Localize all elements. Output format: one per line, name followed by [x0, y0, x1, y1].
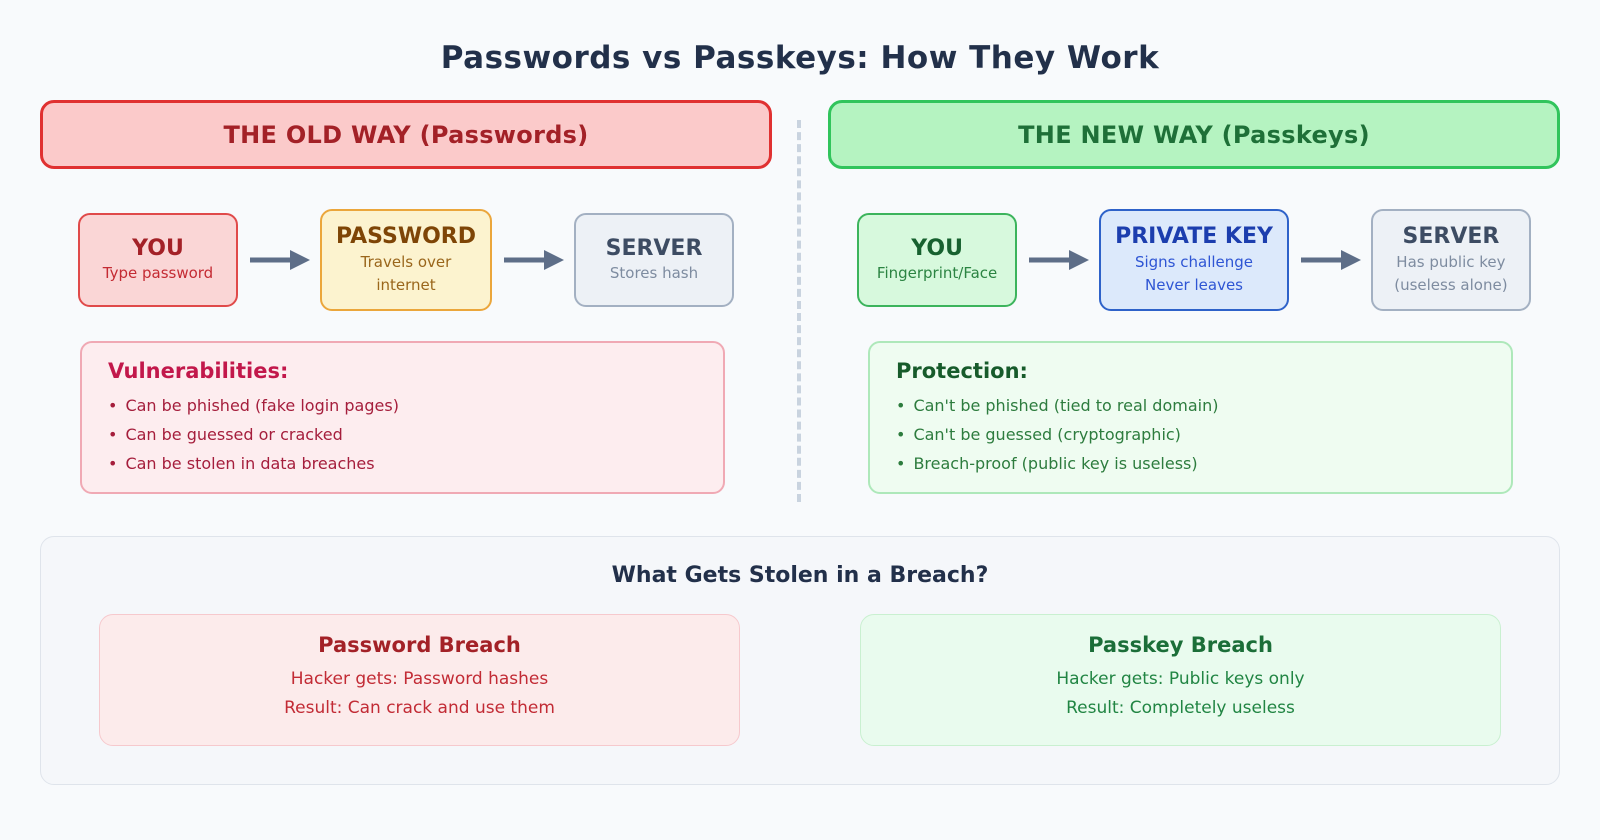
you-label: YOU: [132, 235, 184, 261]
password-label: PASSWORD: [335, 224, 476, 249]
breach-section: What Gets Stolen in a Breach? Password B…: [40, 536, 1560, 785]
bullet-icon: •: [896, 396, 906, 415]
panel-item-text: Breach-proof (public key is useless): [913, 454, 1198, 473]
password-breach-title: Password Breach: [318, 633, 521, 657]
flow-box-you: YOU Type password: [77, 213, 238, 307]
server-label: SERVER: [605, 235, 703, 261]
panel-item: • Can't be guessed (cryptographic): [896, 420, 1485, 449]
box-subtext: internet: [376, 275, 436, 294]
bullet-icon: •: [896, 425, 906, 444]
old-way-header: THE OLD WAY (Passwords): [40, 100, 772, 169]
bullet-icon: •: [108, 396, 118, 415]
panel-item-text: Can be stolen in data breaches: [125, 454, 375, 473]
box-subtext: Has public key: [1396, 252, 1506, 271]
flow-box-server: SERVER Stores hash: [574, 213, 734, 307]
flow-box-password: PASSWORD Travels over internet: [319, 209, 492, 311]
panel-item-text: Can be guessed or cracked: [125, 425, 343, 444]
comparison-columns: THE OLD WAY (Passwords) YOU Type password…: [0, 100, 1600, 494]
box-subtext: Never leaves: [1145, 275, 1243, 294]
panel-item: • Can be guessed or cracked: [108, 420, 697, 449]
panel-item: • Can't be phished (tied to real domain): [896, 391, 1485, 420]
passkey-breach-title: Passkey Breach: [1088, 633, 1273, 657]
breach-section-title: What Gets Stolen in a Breach?: [611, 563, 989, 588]
vulnerabilities-heading: Vulnerabilities:: [108, 359, 289, 383]
card-line: Result: Can crack and use them: [284, 698, 555, 718]
panel-item-text: Can be phished (fake login pages): [125, 396, 399, 415]
you-label: YOU: [911, 235, 963, 261]
arrow-right-icon: [1027, 247, 1090, 273]
new-way-header: THE NEW WAY (Passkeys): [828, 100, 1560, 169]
arrow-right-icon: [248, 247, 310, 273]
server-label: SERVER: [1402, 224, 1500, 249]
panel-item: • Breach-proof (public key is useless): [896, 449, 1485, 478]
page-title: Passwords vs Passkeys: How They Work: [440, 40, 1160, 76]
arrow-right-icon: [1299, 247, 1361, 273]
box-subtext: Type password: [102, 264, 214, 283]
panel-item: • Can be phished (fake login pages): [108, 391, 697, 420]
box-subtext: Fingerprint/Face: [876, 264, 998, 283]
card-line: Hacker gets: Password hashes: [290, 669, 549, 689]
box-subtext: Signs challenge: [1134, 252, 1254, 271]
arrow-right-icon: [502, 247, 564, 273]
old-way-flow: YOU Type password PASSWORD Travels over inte…: [40, 209, 772, 311]
private-key-label: PRIVATE KEY: [1115, 224, 1273, 249]
flow-box-you: YOU Fingerprint/Face: [857, 213, 1018, 307]
panel-item-text: Can't be guessed (cryptographic): [913, 425, 1181, 444]
new-way-flow: YOU Fingerprint/Face PRIVATE KEY Signs chal…: [828, 209, 1560, 311]
box-subtext: Stores hash: [609, 264, 699, 283]
panel-item: • Can be stolen in data breaches: [108, 449, 697, 478]
bullet-icon: •: [108, 454, 118, 473]
flow-box-server: SERVER Has public key (useless alone): [1370, 209, 1531, 311]
protection-heading: Protection:: [896, 359, 1028, 383]
new-way-column: THE NEW WAY (Passkeys) YOU Fingerprint/Fa…: [828, 100, 1560, 494]
card-line: Hacker gets: Public keys only: [1056, 669, 1305, 689]
box-subtext: Travels over: [360, 252, 452, 271]
box-subtext: (useless alone): [1394, 275, 1508, 294]
panel-item-text: Can't be phished (tied to real domain): [913, 396, 1219, 415]
bullet-icon: •: [108, 425, 118, 444]
bullet-icon: •: [896, 454, 906, 473]
column-divider: [797, 120, 801, 502]
old-way-column: THE OLD WAY (Passwords) YOU Type password…: [40, 100, 772, 494]
protection-panel: Protection: • Can't be phished (tied to r…: [868, 341, 1513, 494]
protection-list: •Can't be phished (tied to real domain)•…: [896, 391, 1485, 478]
vulnerabilities-panel: Vulnerabilities: • Can be phished (fake l…: [80, 341, 725, 494]
card-line: Result: Completely useless: [1066, 698, 1295, 718]
vulnerabilities-list: • Can be phished (fake login pages) • Can b…: [108, 391, 697, 478]
